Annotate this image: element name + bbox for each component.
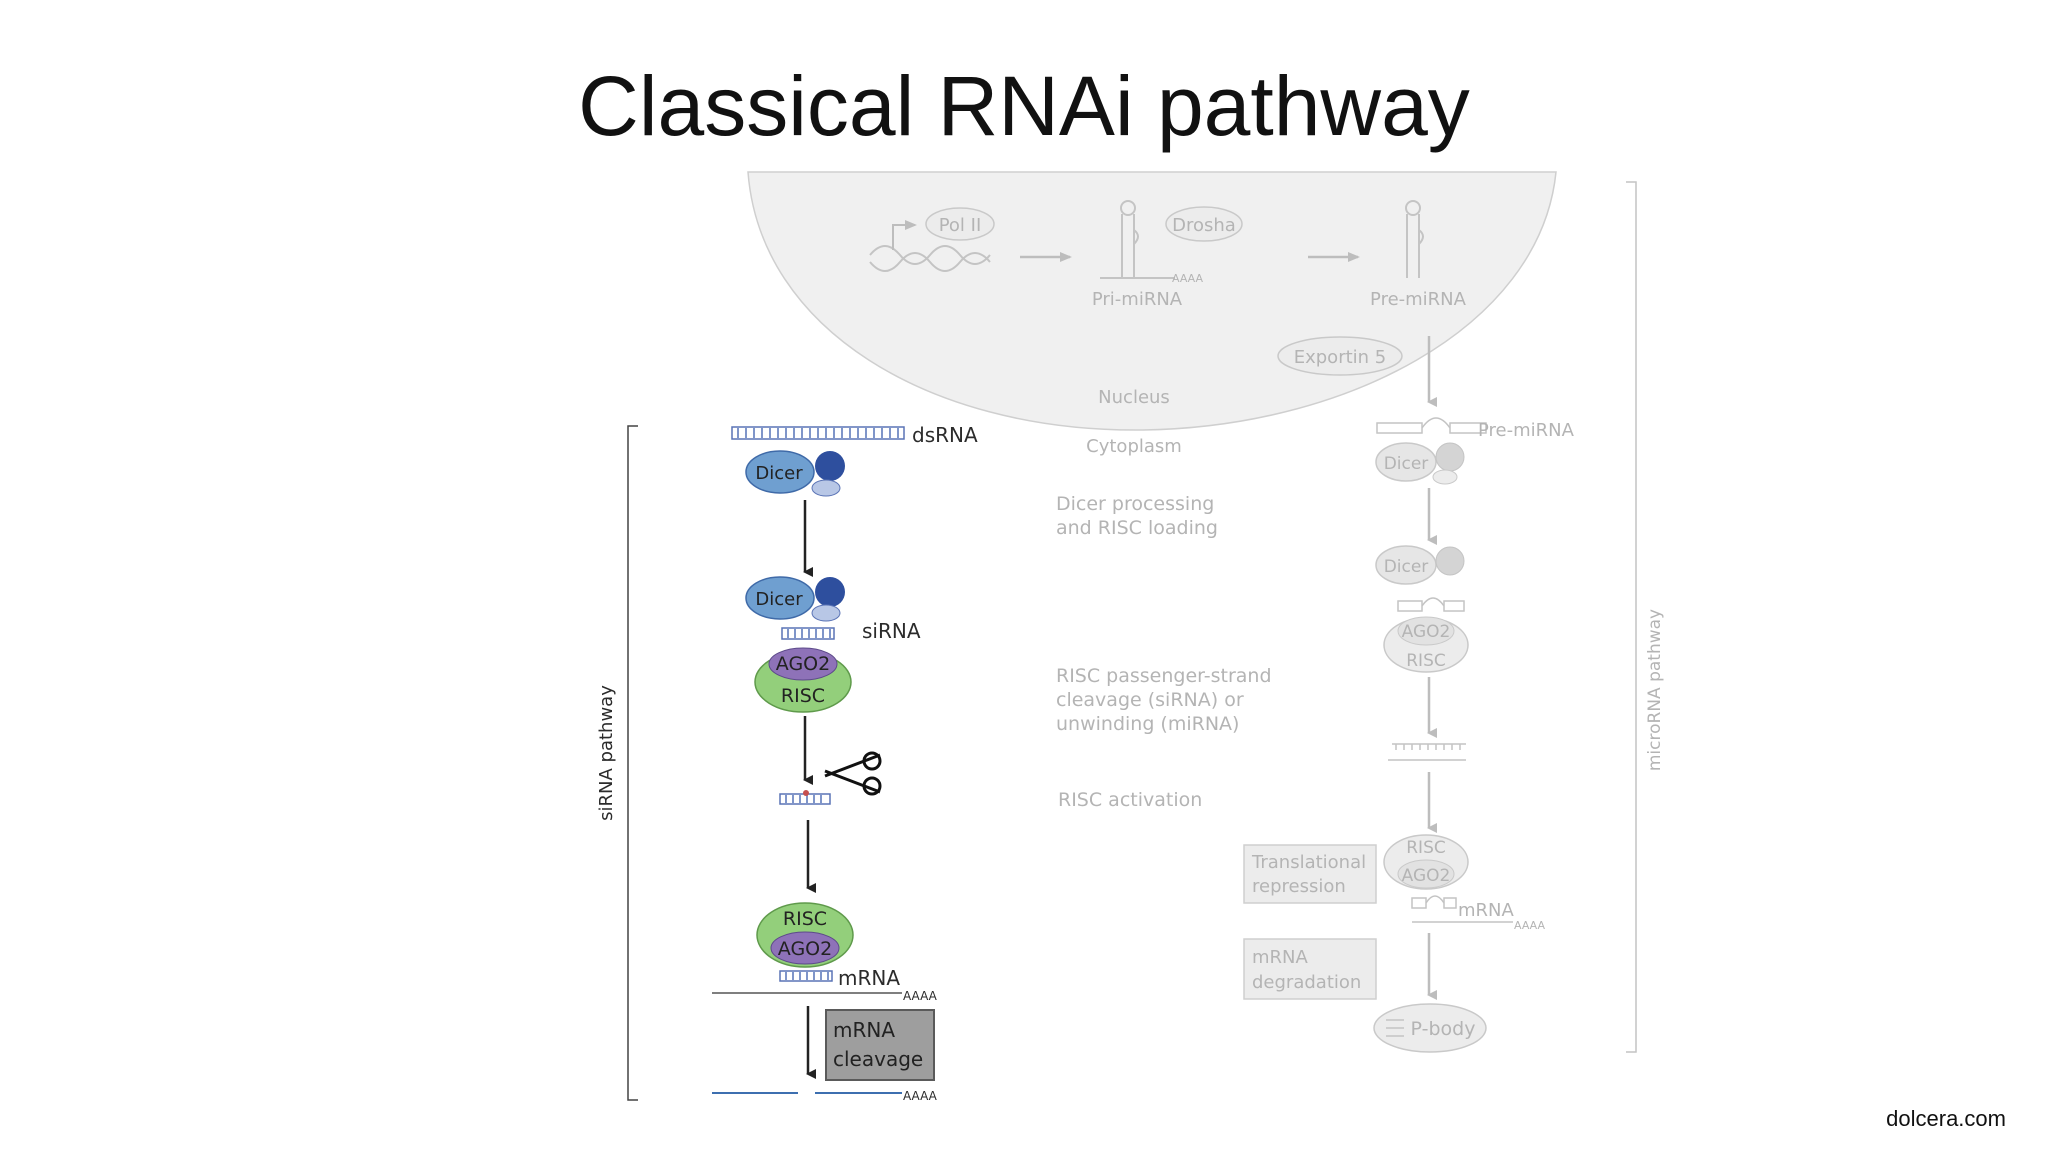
mrna-degradation-box: mRNA degradation	[1243, 938, 1377, 1000]
translational-line1: Translational	[1251, 852, 1366, 873]
step-risc-passenger-1: RISC passenger-strand	[1056, 665, 1272, 687]
risc-ago2-complex-1: AGO2 RISC	[754, 647, 852, 713]
mirna-risc-label-1: RISC	[1406, 651, 1446, 671]
cytoplasm-label: Cytoplasm	[1086, 436, 1182, 457]
mirna-dicer-1: Dicer	[1375, 442, 1465, 485]
risc-ago2-complex-2: RISC AGO2	[756, 902, 854, 968]
degradation-line1: mRNA	[1252, 947, 1309, 968]
dicer-complex-1: Dicer	[745, 450, 845, 497]
sirna-label: siRNA	[862, 619, 921, 643]
ago2-label-1: AGO2	[776, 653, 830, 675]
mrna-cleavage-line2: cleavage	[833, 1047, 923, 1071]
footer-credit: dolcera.com	[1886, 1106, 2006, 1131]
mirna-mrna-aaaa: AAAA	[1514, 919, 1545, 932]
slide-title: Classical RNAi pathway	[578, 59, 1470, 153]
sirna-pathway-label: siRNA pathway	[596, 685, 617, 821]
risc-label-1: RISC	[781, 685, 825, 707]
mirna-mrna-label: mRNA	[1458, 900, 1515, 921]
step-dicer-processing-2: and RISC loading	[1056, 517, 1218, 539]
pri-mirna-hairpin-icon	[1100, 200, 1175, 279]
mirna-ago2-label-1: AGO2	[1402, 622, 1451, 642]
pre-mirna-hairpin-icon	[1405, 200, 1424, 278]
pbody-label: P-body	[1411, 1018, 1476, 1040]
pbody: P-body	[1373, 1003, 1487, 1053]
ago2-label-2: AGO2	[778, 938, 832, 960]
step-dicer-processing-1: Dicer processing	[1056, 493, 1214, 515]
unwound-mirna-icon	[1388, 743, 1466, 761]
translational-repression-box: Translational repression	[1243, 844, 1377, 904]
step-risc-activation: RISC activation	[1058, 789, 1202, 811]
microrna-pathway-label: microRNA pathway	[1645, 609, 1665, 771]
dicer-complex-2: Dicer	[745, 576, 845, 622]
dicer-label-1: Dicer	[755, 463, 803, 484]
nucleus-label: Nucleus	[1098, 387, 1170, 408]
step-risc-passenger-3: unwinding (miRNA)	[1056, 713, 1239, 735]
mirna-ago2-label-2: AGO2	[1402, 866, 1451, 886]
pre-mirna-label: Pre-miRNA	[1370, 289, 1467, 310]
mirna-dicer-label-1: Dicer	[1384, 454, 1429, 474]
sirna-duplex-icon	[781, 627, 835, 640]
target-mrna-duplex-icon	[779, 970, 833, 982]
pol2-label: Pol II	[939, 215, 982, 236]
mirna-risc-ago2-1: AGO2 RISC	[1383, 616, 1469, 673]
nucleus-region: Pol II AAAA Drosha Pri-miRNA Pre-miRNA E…	[747, 171, 1557, 431]
mirna-risc-label-2: RISC	[1406, 838, 1446, 858]
transcription-start-icon	[892, 220, 917, 250]
step-labels: Dicer processing and RISC loading RISC p…	[1056, 493, 1272, 811]
drosha-enzyme	[1165, 206, 1243, 242]
scissors-icon	[824, 751, 882, 796]
microrna-bracket	[1626, 181, 1637, 1053]
step-risc-passenger-2: cleavage (siRNA) or	[1056, 689, 1244, 711]
pri-mirna-label: Pri-miRNA	[1092, 289, 1183, 310]
sirna-pathway: siRNA pathway dsRNA Dicer Dicer siRNA	[596, 423, 978, 1103]
mirna-dicer-2: Dicer	[1375, 545, 1465, 585]
sirna-mrna-label: mRNA	[838, 966, 900, 990]
pri-mirna-aaaa: AAAA	[1172, 272, 1203, 285]
cleaved-sirna-icon	[779, 790, 831, 805]
microrna-pathway: microRNA pathway Pre-miRNA Dicer Dicer	[1243, 181, 1665, 1053]
dicer-label-2: Dicer	[755, 589, 803, 610]
mrna-cleavage-box: mRNA cleavage	[825, 1009, 935, 1081]
exportin5-transporter	[1277, 336, 1403, 376]
mirna-dicer-label-2: Dicer	[1384, 557, 1429, 577]
mirna-target-icon	[1411, 895, 1457, 909]
mirna-duplex-icon	[1397, 597, 1465, 612]
mirna-risc-ago2-2: RISC AGO2	[1383, 834, 1469, 890]
exportin5-label: Exportin 5	[1294, 347, 1387, 368]
risc-label-2: RISC	[783, 908, 827, 930]
drosha-label: Drosha	[1172, 215, 1236, 236]
cyto-pre-mirna-label: Pre-miRNA	[1478, 420, 1575, 441]
cleaved-mrna-aaaa: AAAA	[903, 1089, 938, 1103]
sirna-mrna-aaaa: AAAA	[903, 989, 938, 1003]
sirna-bracket	[627, 425, 638, 1101]
pol2-enzyme	[925, 207, 995, 241]
degradation-line2: degradation	[1252, 972, 1361, 993]
dsrna-duplex-icon	[731, 426, 905, 440]
cyto-pre-mirna-icon	[1376, 417, 1487, 434]
mrna-cleavage-line1: mRNA	[833, 1018, 895, 1042]
dsrna-label: dsRNA	[912, 423, 978, 447]
dna-strand-icon	[869, 245, 991, 272]
translational-line2: repression	[1252, 876, 1346, 897]
